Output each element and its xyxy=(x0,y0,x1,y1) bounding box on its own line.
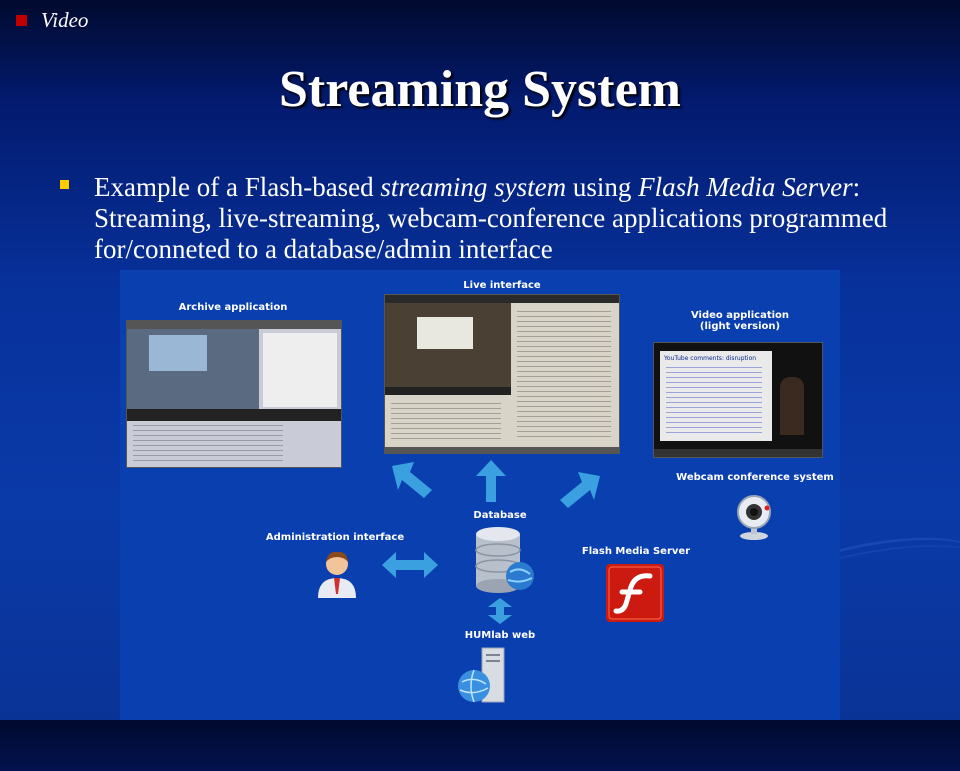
bullet-text-part: Example of a Flash-based xyxy=(94,172,381,202)
bullet-text-part: : Streaming, live-streaming, webcam-conf… xyxy=(94,172,888,264)
live-interface-screenshot xyxy=(384,294,620,454)
arrow-admin-database-icon xyxy=(382,552,438,578)
archive-application-screenshot xyxy=(126,320,342,468)
bullet-point: Example of a Flash-based streaming syste… xyxy=(60,172,940,265)
archive-application-label: Archive application xyxy=(178,302,288,313)
administration-interface-label: Administration interface xyxy=(265,532,405,543)
bullet-emphasis: Flash Media Server xyxy=(638,172,853,202)
administrator-user-icon xyxy=(318,551,356,598)
section-marker xyxy=(16,15,27,26)
humlab-web-label: HUMlab web xyxy=(464,630,536,641)
architecture-diagram: Live interface Archive application Video… xyxy=(120,270,840,720)
bullet-text: Example of a Flash-based streaming syste… xyxy=(94,172,940,265)
arrow-to-archive-icon xyxy=(392,462,432,498)
bullet-marker xyxy=(60,180,69,189)
video-application-label: Video application (light version) xyxy=(650,310,830,332)
video-application-subtitle: (light version) xyxy=(699,321,781,332)
live-interface-label: Live interface xyxy=(463,280,541,291)
slide-title: Streaming System xyxy=(278,61,681,118)
video-application-title: Video application xyxy=(690,310,790,321)
flash-logo-icon xyxy=(606,564,664,622)
web-server-icon xyxy=(458,647,505,703)
database-icon xyxy=(475,527,534,593)
bullet-text-part: using xyxy=(566,172,639,202)
webcam-icon xyxy=(737,495,771,540)
database-label: Database xyxy=(473,510,527,521)
section-header: Video xyxy=(16,8,88,33)
section-label: Video xyxy=(41,8,89,32)
video-application-screenshot: YouTube comments: disruption xyxy=(653,342,823,458)
youtube-caption: YouTube comments: disruption xyxy=(664,355,757,362)
flash-media-server-label: Flash Media Server xyxy=(581,546,691,557)
arrow-to-live-icon xyxy=(476,460,506,502)
bullet-emphasis: streaming system xyxy=(380,172,567,202)
arrow-database-humlab-icon xyxy=(488,598,512,624)
webcam-conference-label: Webcam conference system xyxy=(676,472,834,483)
arrow-to-video-icon xyxy=(560,472,600,508)
